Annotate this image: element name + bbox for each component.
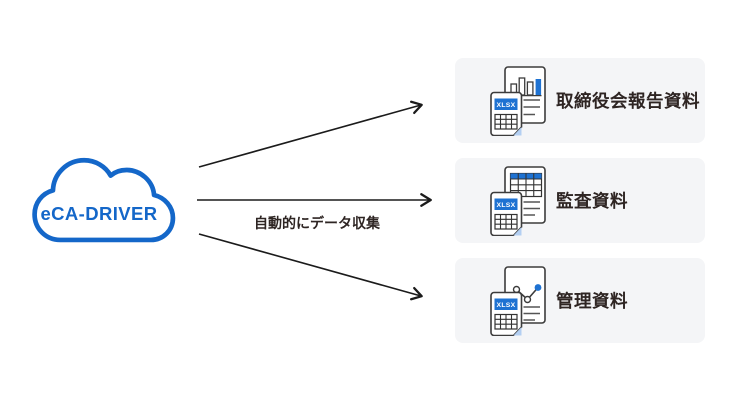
cloud-label: eCA-DRIVER (40, 203, 158, 224)
folded-corner (513, 226, 522, 235)
card-audit: XLSX 監査資料 (455, 158, 705, 243)
xlsx-badge (494, 198, 518, 210)
cloud-shape: eCA-DRIVER (26, 147, 180, 244)
card-label: 管理資料 (556, 291, 628, 311)
card-board-report: XLSX 取締役会報告資料 (455, 58, 705, 143)
xlsx-badge-label: XLSX (497, 102, 516, 109)
card-label: 監査資料 (556, 191, 628, 211)
xlsx-badge-label: XLSX (497, 202, 516, 209)
front-document: XLSX (490, 291, 523, 336)
bar-chart-xlsx-documents-icon: XLSX (490, 65, 546, 136)
table-xlsx-documents-icon: XLSX (490, 165, 546, 236)
xlsx-badge (494, 98, 518, 110)
spreadsheet-grid (494, 213, 518, 230)
arrow-to-board-report (198, 100, 423, 168)
flow-annotation-label: 自動的にデータ収集 (254, 215, 380, 231)
highlight-bar (535, 78, 542, 95)
card-management: XLSX 管理資料 (455, 258, 705, 343)
folded-corner (513, 126, 522, 135)
folded-corner (513, 326, 522, 335)
cloud-outline-icon (32, 157, 176, 243)
spreadsheet-grid (494, 313, 518, 330)
line-chart-xlsx-documents-icon: XLSX (490, 265, 546, 336)
data-table (509, 172, 543, 197)
front-document: XLSX (490, 191, 523, 236)
spreadsheet-grid (494, 113, 518, 130)
arrow-to-management (198, 233, 423, 301)
xlsx-badge-label: XLSX (497, 302, 516, 309)
highlight-node (534, 283, 542, 291)
front-document: XLSX (490, 91, 523, 136)
xlsx-badge (494, 298, 518, 310)
card-label: 取締役会報告資料 (556, 91, 700, 111)
